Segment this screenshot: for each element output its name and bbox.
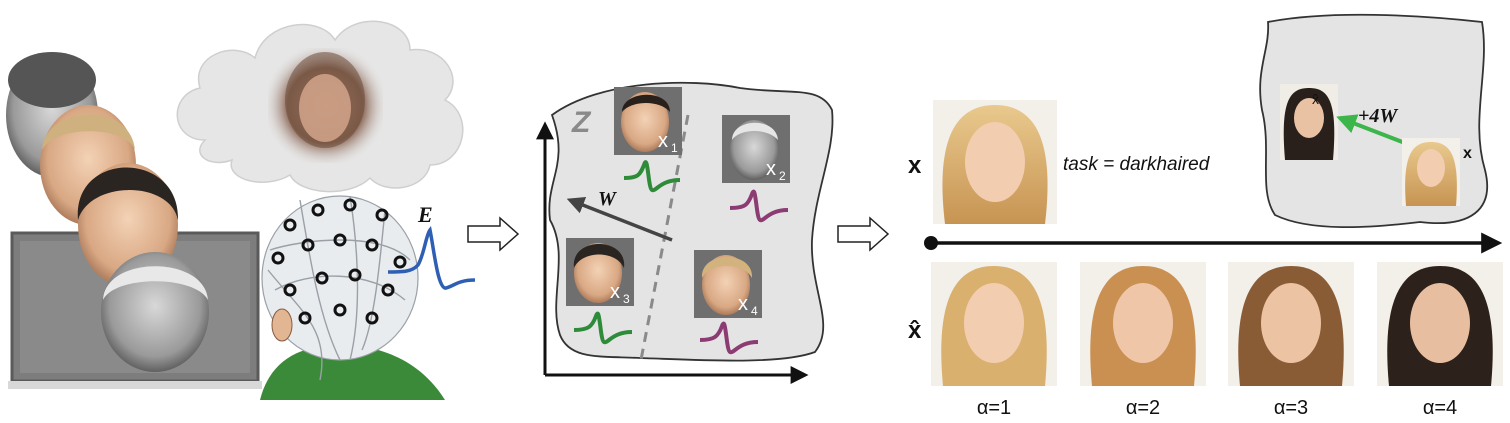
alpha-label-4: α=4	[1423, 397, 1457, 419]
alpha-label-1: α=1	[977, 397, 1011, 419]
panel-generation: x task = darkhaired x̂ +4W x x̂	[908, 13, 1503, 419]
response-wave-1	[623, 160, 681, 193]
response-wave-4	[699, 321, 759, 355]
svg-text:x: x	[658, 130, 668, 152]
eeg-electrodes	[271, 198, 407, 325]
latent-face-3: x 3	[566, 238, 634, 306]
input-face	[933, 100, 1057, 224]
flow-arrow-2	[837, 216, 890, 252]
alpha-label-3: α=3	[1274, 397, 1308, 419]
svg-text:1: 1	[671, 141, 678, 155]
inset-target-label: x̂	[1312, 91, 1319, 107]
inset-target-face	[1280, 84, 1338, 160]
latent-face-4: x 4	[694, 250, 762, 318]
decision-boundary	[638, 114, 690, 366]
latent-space-label: Z	[571, 106, 592, 139]
latent-space-region	[548, 81, 834, 362]
participant-ear	[271, 308, 293, 342]
inset-step-label: +4W	[1358, 105, 1398, 127]
eeg-response-wave	[387, 225, 476, 290]
svg-text:x: x	[610, 281, 620, 303]
panel-encoding: E	[6, 20, 476, 400]
svg-text:x: x	[738, 293, 748, 315]
svg-text:4: 4	[751, 304, 758, 318]
input-label: x	[908, 152, 922, 179]
eeg-signal-label: E	[417, 202, 433, 227]
svg-text:2: 2	[779, 169, 786, 183]
panel-latent: Z W x 1 x 2 x 3	[536, 81, 834, 384]
svg-text:x: x	[766, 158, 776, 180]
output-face-alpha-2	[1080, 262, 1206, 386]
task-text: task = darkhaired	[1063, 154, 1211, 175]
participant-shirt	[260, 345, 445, 400]
flow-arrow-1	[467, 216, 520, 252]
svg-text:3: 3	[623, 292, 630, 306]
inset-source-label: x	[1463, 145, 1472, 162]
alpha-label-2: α=2	[1126, 397, 1160, 419]
response-wave-2	[729, 189, 789, 223]
response-wave-3	[573, 311, 633, 345]
latent-face-2: x 2	[722, 115, 790, 183]
latent-face-1: x 1	[614, 87, 682, 155]
direction-label: W	[598, 188, 617, 210]
direction-vector	[566, 196, 673, 242]
output-face-alpha-4	[1377, 262, 1503, 386]
inset-source-face	[1402, 138, 1460, 206]
output-face-alpha-1	[931, 262, 1057, 386]
output-label: x̂	[908, 317, 922, 344]
output-face-alpha-3	[1228, 262, 1354, 386]
